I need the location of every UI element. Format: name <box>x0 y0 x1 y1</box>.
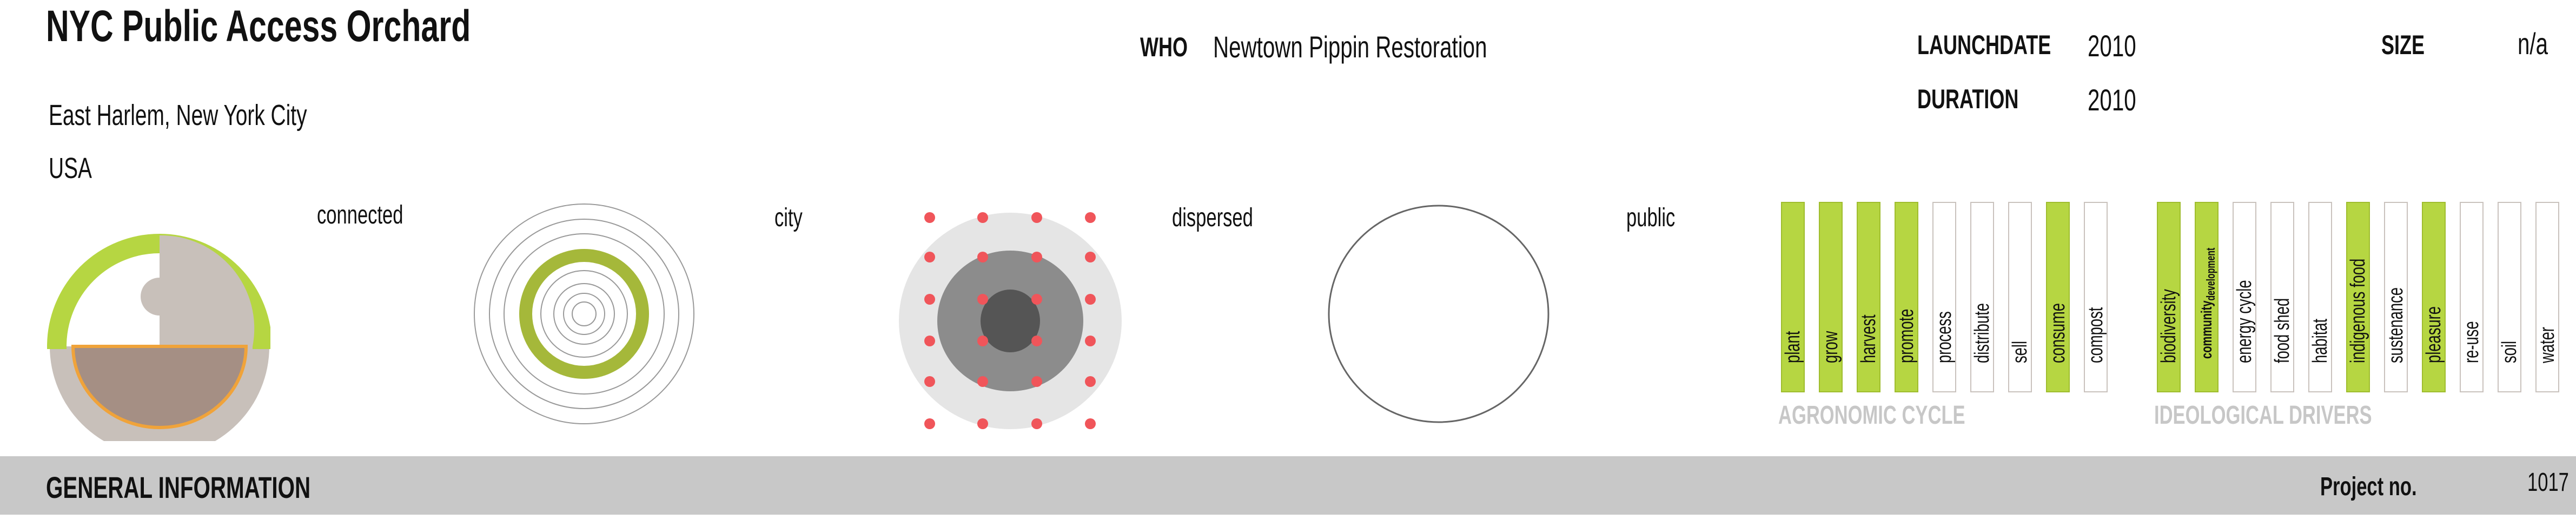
bar-pleasure: pleasure <box>2422 202 2446 392</box>
launchdate-value: 2010 <box>2088 29 2136 63</box>
bar-process: process <box>1932 202 1956 392</box>
caption-city: city <box>774 203 803 232</box>
section-title: GENERAL INFORMATION <box>46 470 311 504</box>
public-diagram <box>1328 205 1549 423</box>
bar-promote: promote <box>1895 202 1918 392</box>
bar-harvest: harvest <box>1857 202 1880 392</box>
ideological-heading: IDEOLOGICAL DRIVERS <box>2154 401 2372 430</box>
bar-consume: consume <box>2046 202 2070 392</box>
site-dots <box>924 212 1096 429</box>
bar-indigenous-food: indigenous food <box>2346 202 2370 392</box>
caption-dispersed: dispersed <box>1172 203 1253 232</box>
location-country: USA <box>49 152 92 185</box>
city-diagram <box>474 203 694 424</box>
size-label: SIZE <box>2381 30 2425 60</box>
caption-public: public <box>1626 203 1676 232</box>
bar-habitat: habitat <box>2308 202 2332 392</box>
bar-energy-cycle: energy cycle <box>2233 202 2256 392</box>
dispersed-diagram <box>899 212 1122 429</box>
bar-biodiversity: biodiversity <box>2157 202 2181 392</box>
bar-plant: plant <box>1781 202 1805 392</box>
green-ring <box>519 249 649 379</box>
bar-sell: sell <box>2008 202 2032 392</box>
footer-bar <box>0 456 2576 515</box>
size-value: n/a <box>2518 27 2548 61</box>
who-label: WHO <box>1140 32 1188 62</box>
bar-food-shed: food shed <box>2270 202 2294 392</box>
bar-soil: soil <box>2498 202 2521 392</box>
location-area: East Harlem, New York City <box>49 99 307 132</box>
bar-community-development: communitydevelopment <box>2195 202 2219 392</box>
project-label: Project no. <box>2320 472 2417 501</box>
bar-water: water <box>2535 202 2559 392</box>
caption-connected: connected <box>317 201 403 229</box>
bar-sustenance: sustenance <box>2384 202 2408 392</box>
project-number: 1017 <box>2527 468 2569 497</box>
connected-diagram <box>47 234 270 441</box>
bar-compost: compost <box>2084 202 2108 392</box>
duration-value: 2010 <box>2088 83 2136 117</box>
who-value: Newtown Pippin Restoration <box>1213 30 1487 64</box>
duration-label: DURATION <box>1917 84 2019 114</box>
agronomic-heading: AGRONOMIC CYCLE <box>1778 401 1965 430</box>
soil-bowl <box>71 345 248 429</box>
page-title: NYC Public Access Orchard <box>46 2 471 51</box>
bar-distribute: distribute <box>1970 202 1994 392</box>
launchdate-label: LAUNCHDATE <box>1917 30 2051 60</box>
bar-re-use: re-use <box>2460 202 2484 392</box>
bar-grow: grow <box>1819 202 1843 392</box>
